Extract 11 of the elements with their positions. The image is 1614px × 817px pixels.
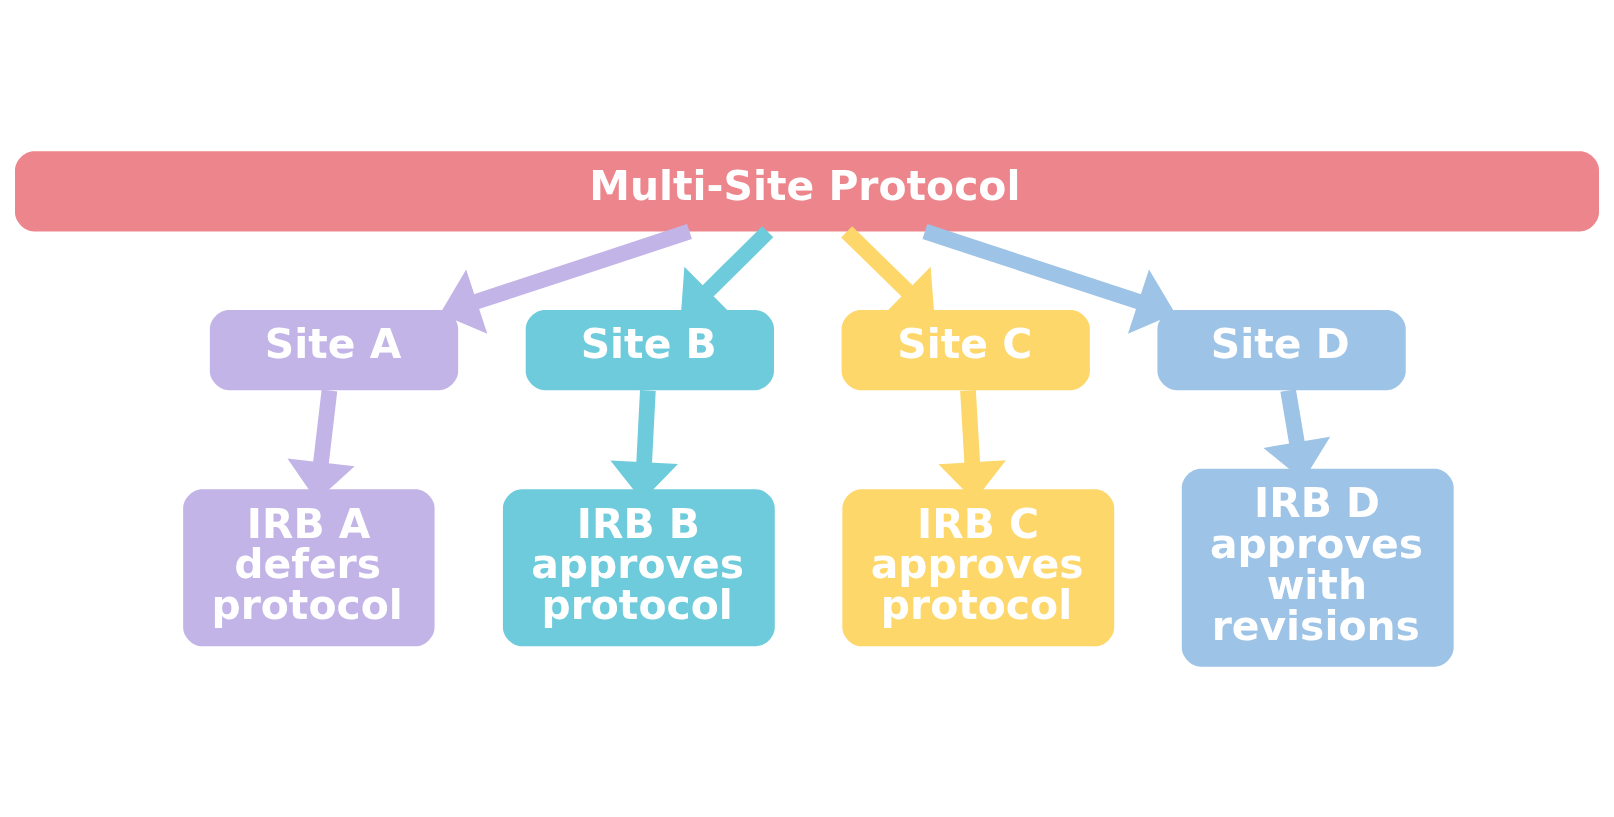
node-box: IRB A defers protocol	[183, 488, 435, 646]
arrow	[922, 223, 1176, 334]
node-box: IRB D approves with revisions	[1181, 468, 1454, 667]
node-box: Site B	[525, 309, 774, 390]
node-box: Multi-Site Protocol	[15, 150, 1599, 231]
arrow	[440, 223, 692, 334]
node-box: Site A	[209, 309, 459, 390]
node-box: Site D	[1157, 309, 1406, 390]
node-box: IRB B approves protocol	[502, 488, 775, 646]
node-box: IRB C approves protocol	[842, 488, 1115, 646]
node-box: Site C	[841, 309, 1090, 390]
